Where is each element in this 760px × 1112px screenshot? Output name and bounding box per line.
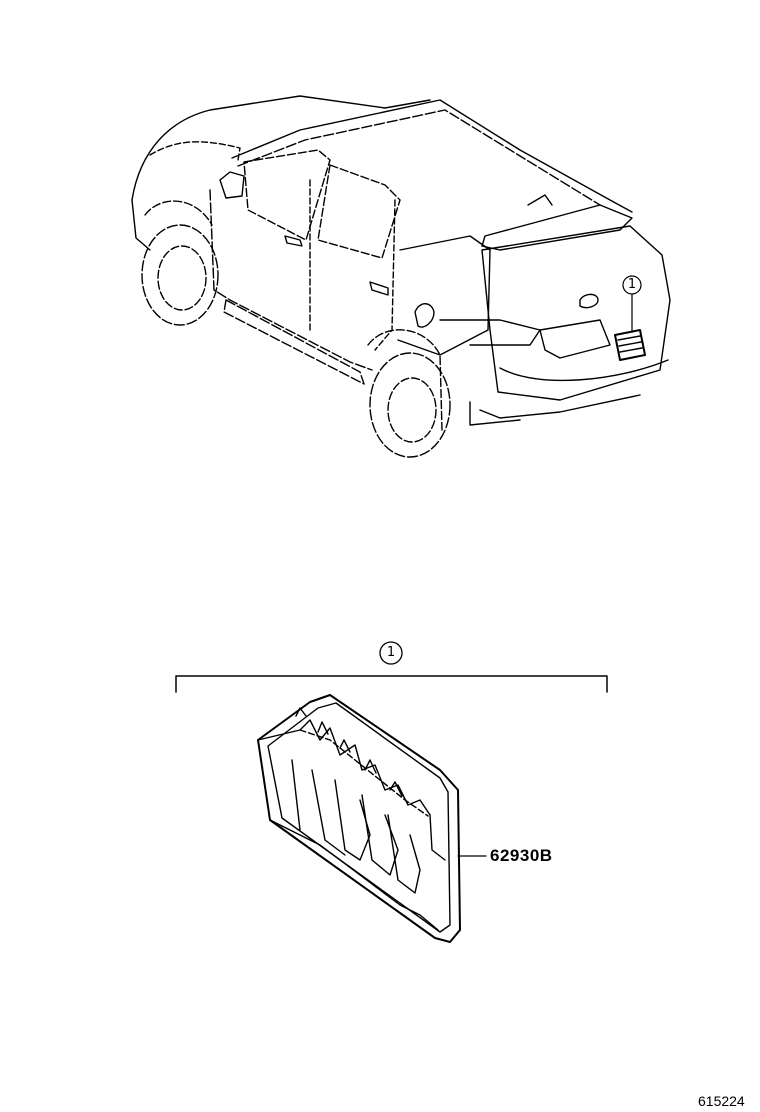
callout-marker-vehicle: 1 (627, 277, 637, 292)
part-number-label: 62930B (490, 846, 553, 865)
figure-id: 615224 (698, 1093, 745, 1109)
callout-marker-part: 1 (386, 645, 396, 660)
